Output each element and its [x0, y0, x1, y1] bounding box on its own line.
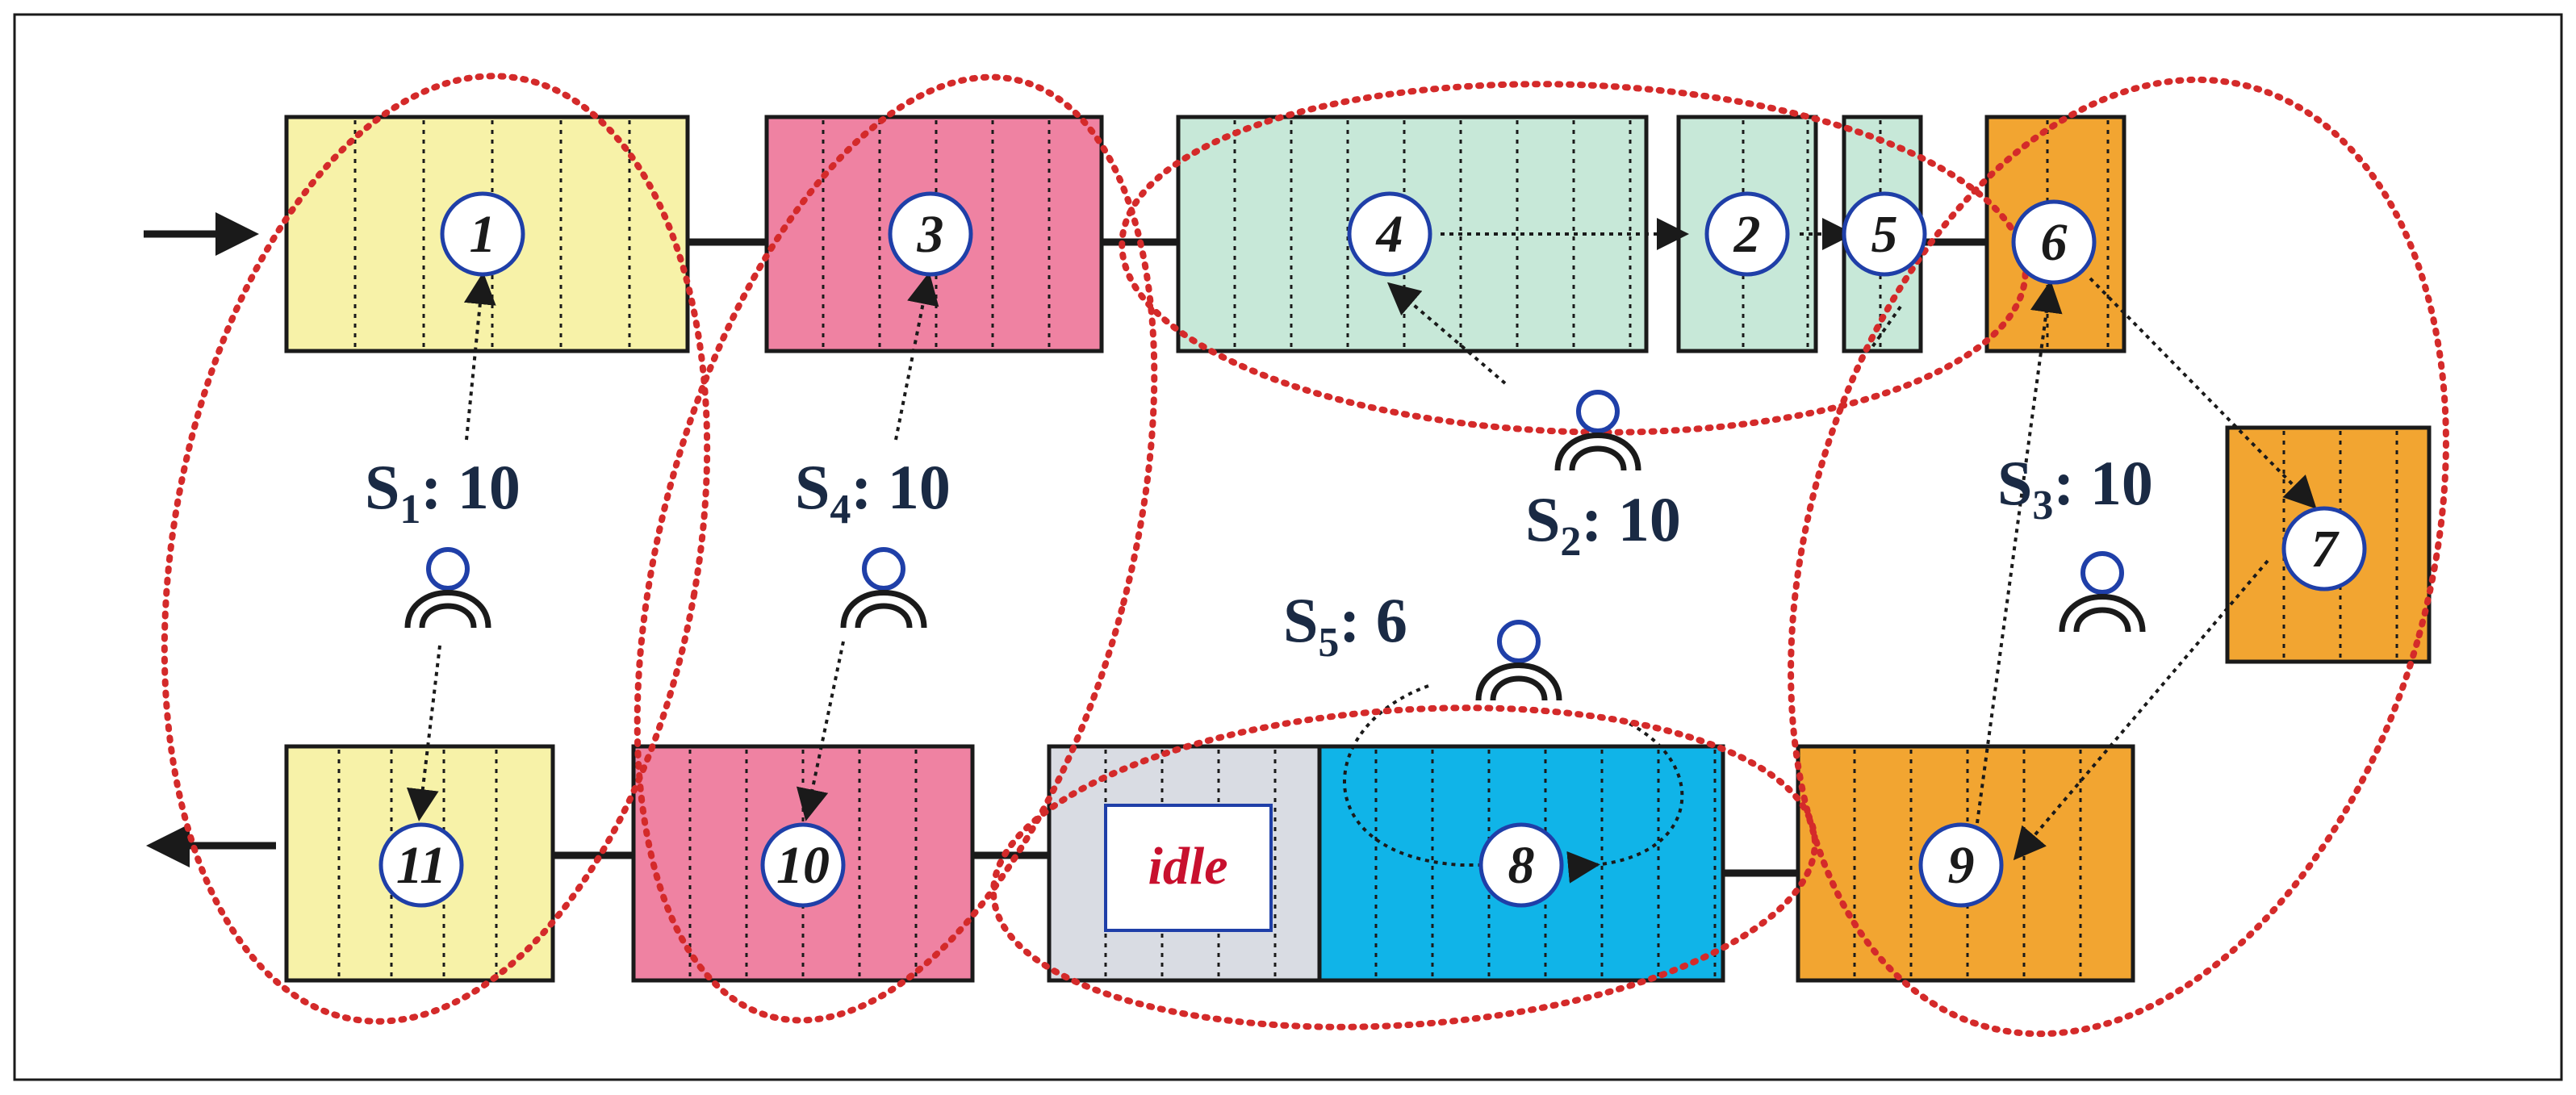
server-label-s4: S4: 10: [795, 452, 951, 533]
node-circle: [1704, 191, 1790, 277]
server-s5-person-icon: [1475, 620, 1562, 701]
node-number: 8: [1508, 836, 1535, 895]
node-10: 10: [760, 822, 846, 908]
node-number: 1: [470, 205, 496, 264]
node-9: 9: [1918, 822, 2004, 908]
server-label-s1: S1: 10: [365, 452, 521, 533]
node-circle: [1347, 191, 1432, 277]
server-label-s3: S3: 10: [1997, 448, 2153, 529]
node-number: 5: [1871, 205, 1898, 264]
node-number: 6: [2041, 213, 2068, 272]
zone-s3: [1788, 76, 2449, 1038]
node-8: 8: [1478, 822, 1564, 908]
idle-label-box: [1104, 804, 1273, 932]
node-circle: [888, 191, 973, 277]
node-7: 7: [2281, 506, 2367, 591]
idle-label: idle: [1148, 837, 1228, 896]
zone-s2: [1119, 81, 2029, 436]
node-5: 5: [1842, 191, 1927, 277]
node-number: 4: [1375, 205, 1403, 264]
zone-s4: [634, 73, 1158, 1024]
server-zones: [161, 73, 2449, 1038]
server-label-s2: S2: 10: [1525, 484, 1681, 565]
node-circle: [2011, 199, 2097, 285]
node-11: 11: [378, 822, 464, 908]
node-circle: [1918, 822, 2004, 908]
node-1: 1: [440, 191, 525, 277]
node-circle: [1842, 191, 1927, 277]
node-layer: 1 2 3 4 5 6 7 8 9 10 11: [378, 191, 2367, 908]
station-box-11: [284, 744, 555, 983]
server-s3-person-icon: [2059, 551, 2146, 633]
node-number: 11: [396, 836, 446, 895]
node-number: 2: [1733, 205, 1761, 264]
zone-s1: [161, 73, 711, 1025]
node-number: 9: [1948, 836, 1975, 895]
node-3: 3: [888, 191, 973, 277]
node-circle: [440, 191, 525, 277]
node-circle: [760, 822, 846, 908]
node-circle: [2281, 506, 2367, 591]
server-s1-person-icon: [404, 547, 491, 629]
server-label-s5: S5: 6: [1283, 585, 1407, 666]
zone-s5: [990, 704, 1818, 1030]
server-s2-person-icon: [1554, 390, 1641, 471]
server-s4-person-icon: [840, 547, 927, 629]
node-number: 10: [776, 836, 830, 895]
node-circle: [1478, 822, 1564, 908]
node-circle: [378, 822, 464, 908]
node-4: 4: [1347, 191, 1432, 277]
node-2: 2: [1704, 191, 1790, 277]
node-number: 3: [917, 205, 944, 264]
node-6: 6: [2011, 199, 2097, 285]
node-number: 7: [2311, 520, 2340, 579]
